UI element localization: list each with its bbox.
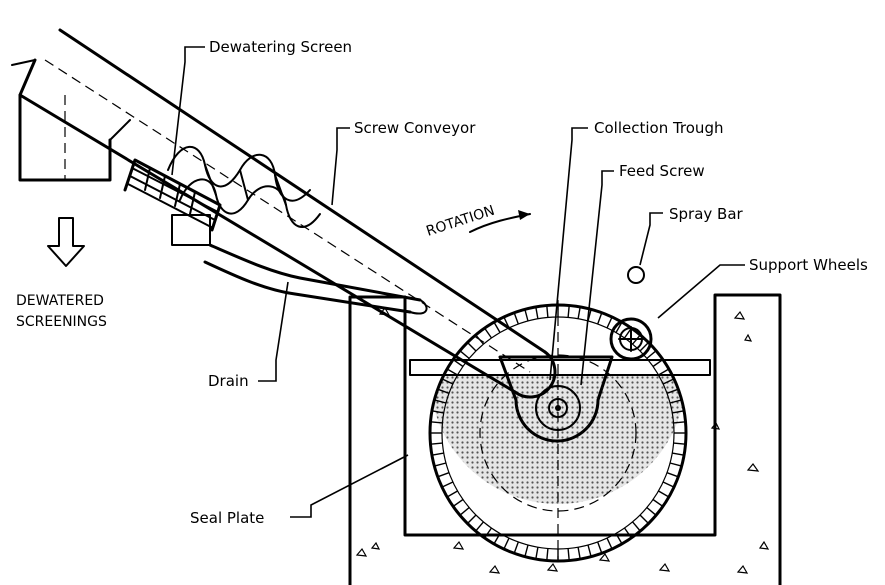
drum-rib bbox=[441, 481, 454, 488]
drum-rib bbox=[467, 514, 477, 524]
drum-rib bbox=[587, 544, 592, 557]
drain-pipe bbox=[203, 243, 428, 315]
drum-rib bbox=[513, 541, 519, 554]
screw-conveyor bbox=[18, 28, 557, 399]
drum-rib bbox=[446, 368, 458, 376]
drum-rib bbox=[446, 490, 458, 498]
label-drain: Drain bbox=[208, 372, 249, 390]
drum-rib bbox=[662, 481, 675, 488]
drum-rib bbox=[437, 388, 450, 394]
drum-rib bbox=[459, 507, 470, 516]
drum-rib bbox=[672, 452, 685, 456]
drum-rib bbox=[652, 359, 664, 368]
drum-rib bbox=[493, 321, 501, 333]
drum-rib bbox=[639, 342, 649, 352]
drum-rib bbox=[646, 350, 657, 359]
label-dewatering-screen: Dewatering Screen bbox=[209, 38, 352, 56]
dewatering-screen bbox=[11, 58, 222, 246]
drum-rib bbox=[503, 537, 510, 550]
drum-rib bbox=[431, 452, 444, 456]
curved-arrow-icon bbox=[469, 210, 531, 233]
label-screw-conveyor: Screw Conveyor bbox=[354, 119, 476, 137]
drum-rib bbox=[632, 521, 641, 532]
label-dewatered: DEWATERED bbox=[16, 293, 104, 309]
drum-rib bbox=[430, 442, 443, 445]
drum-rib bbox=[459, 350, 470, 359]
spray-bar bbox=[627, 266, 645, 284]
drum-rib bbox=[673, 442, 686, 445]
feed-screw-shaft bbox=[535, 385, 581, 431]
drum-rib bbox=[441, 378, 454, 385]
drum-rib bbox=[546, 305, 549, 318]
support-wheel bbox=[609, 317, 653, 361]
drum-rib bbox=[452, 498, 464, 507]
drum-rib bbox=[467, 342, 477, 352]
drum-ribs bbox=[430, 305, 686, 561]
label-collection-trough: Collection Trough bbox=[594, 119, 723, 137]
drum-rib bbox=[669, 399, 682, 404]
drum-rib bbox=[513, 312, 519, 325]
drum-rib bbox=[606, 537, 613, 550]
drum-rib bbox=[606, 316, 613, 329]
drum-rib bbox=[452, 359, 464, 368]
label-seal-plate: Seal Plate bbox=[190, 509, 264, 527]
drum-rib bbox=[639, 514, 649, 524]
drum-rib bbox=[567, 548, 570, 561]
label-rotation: ROTATION bbox=[424, 203, 496, 240]
drum-rib bbox=[597, 312, 603, 325]
drum-rib bbox=[434, 399, 447, 404]
drum-rib bbox=[535, 547, 539, 560]
drum-rib bbox=[615, 321, 623, 333]
drum-rib bbox=[662, 378, 675, 385]
collection-trough bbox=[498, 355, 614, 443]
leader-lines bbox=[171, 46, 745, 518]
drum-rib bbox=[431, 410, 444, 414]
label-feed-screw: Feed Screw bbox=[619, 162, 705, 180]
drum-rib bbox=[577, 306, 581, 319]
drum-rib bbox=[430, 421, 443, 424]
drum-rib bbox=[673, 421, 686, 424]
drum-rib bbox=[567, 305, 570, 318]
drum-rib bbox=[658, 490, 670, 498]
drum-rib bbox=[577, 547, 581, 560]
drum-rib bbox=[484, 527, 493, 539]
drum-rib bbox=[672, 410, 685, 414]
drum-rib bbox=[535, 306, 539, 319]
drum-rib bbox=[524, 544, 529, 557]
label-spray-bar: Spray Bar bbox=[669, 205, 744, 223]
drum-rib bbox=[434, 462, 447, 467]
drum-rib bbox=[623, 527, 632, 539]
down-arrow-icon bbox=[47, 217, 85, 267]
label-support-wheels: Support Wheels bbox=[749, 256, 868, 274]
drum-rib bbox=[646, 507, 657, 516]
drum-rib bbox=[615, 533, 623, 545]
drum-rib bbox=[652, 498, 664, 507]
drum-rib bbox=[658, 368, 670, 376]
drum-rib bbox=[669, 462, 682, 467]
drum-rib bbox=[484, 327, 493, 339]
drum-rib bbox=[666, 388, 679, 394]
drum-rib bbox=[524, 309, 529, 322]
drum-rib bbox=[546, 548, 549, 561]
aggregate-marks bbox=[355, 306, 770, 574]
drum-rib bbox=[475, 521, 484, 532]
drum-rib bbox=[493, 533, 501, 545]
drum-rib bbox=[437, 472, 450, 478]
drum-rib bbox=[666, 472, 679, 478]
label-screenings: SCREENINGS bbox=[16, 314, 107, 330]
drum-rib bbox=[597, 541, 603, 554]
